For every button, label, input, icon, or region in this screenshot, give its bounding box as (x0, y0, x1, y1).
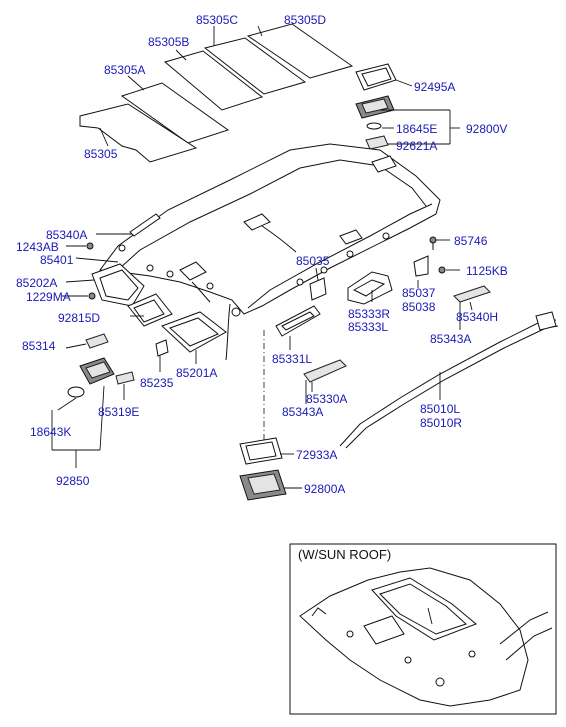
screw-1243AB (86, 242, 94, 250)
grab-handle-85330A (303, 359, 347, 383)
label-92800V[interactable]: 92800V (466, 122, 507, 136)
label-85314[interactable]: 85314 (22, 339, 56, 353)
label-85305[interactable]: 85305 (84, 147, 118, 161)
lamp-frame-72933A (239, 437, 283, 465)
screw-1125KB (438, 266, 446, 274)
bulb-18643K (67, 386, 85, 398)
roof-panel-85305C (203, 37, 307, 95)
sunvisor-85202A (91, 263, 145, 307)
label-18645E[interactable]: 18645E (396, 122, 437, 136)
label-85330A[interactable]: 85330A (306, 392, 347, 406)
label-92815D[interactable]: 92815D (58, 311, 100, 325)
pillar-trim-85331L (275, 305, 321, 337)
label-92495A[interactable]: 92495A (414, 80, 455, 94)
screw-85746 (429, 236, 437, 250)
label-92850[interactable]: 92850 (56, 474, 90, 488)
label-85305C[interactable]: 85305C (196, 13, 238, 27)
label-85333R[interactable]: 85333R (348, 307, 390, 321)
label-1229MA[interactable]: 1229MA (26, 290, 71, 304)
sunroof-inset-title: (W/SUN ROOF) (298, 547, 391, 562)
label-85746[interactable]: 85746 (454, 234, 488, 248)
strip-85340A (129, 213, 161, 237)
label-85305D[interactable]: 85305D (284, 13, 326, 27)
bracket-85035 (309, 277, 327, 301)
roof-panel-85305A (120, 82, 230, 144)
lens-92621A (365, 135, 389, 150)
label-72933A[interactable]: 72933A (296, 448, 337, 462)
label-92621A[interactable]: 92621A (396, 139, 437, 153)
label-85235[interactable]: 85235 (140, 376, 174, 390)
label-85202A[interactable]: 85202A (16, 276, 57, 290)
trim-frame-92495A (355, 63, 397, 91)
bulb-18645E (366, 122, 382, 130)
lamp-92815D (127, 293, 173, 327)
label-85035[interactable]: 85035 (296, 254, 330, 268)
label-85331L[interactable]: 85331L (272, 352, 312, 366)
label-85010L[interactable]: 85010L (420, 402, 460, 416)
label-85343A-right[interactable]: 85343A (430, 332, 471, 346)
label-85319E[interactable]: 85319E (98, 405, 139, 419)
screw-1229MA (88, 292, 96, 300)
label-85201A[interactable]: 85201A (176, 366, 217, 380)
lens-85319E (115, 371, 135, 385)
label-92800A[interactable]: 92800A (304, 482, 345, 496)
holder-85235 (155, 339, 169, 357)
label-85305A[interactable]: 85305A (104, 63, 145, 77)
sunroof-headliner (299, 567, 553, 707)
roof-panel-85305 (79, 103, 198, 163)
room-lamp-92800V (355, 95, 395, 119)
leader-lines (51, 25, 473, 489)
cover-85314 (85, 333, 109, 349)
label-18643K[interactable]: 18643K (30, 425, 71, 439)
label-85401[interactable]: 85401 (40, 253, 74, 267)
label-85305B[interactable]: 85305B (148, 35, 189, 49)
label-85333L[interactable]: 85333L (348, 320, 388, 334)
headliner-85401 (99, 143, 441, 361)
sunvisor-85201A (161, 311, 227, 353)
label-85038[interactable]: 85038 (402, 300, 436, 314)
label-85010R[interactable]: 85010R (420, 416, 462, 430)
bracket-85037 (413, 255, 429, 277)
label-1125KB[interactable]: 1125KB (466, 264, 508, 278)
label-1243AB[interactable]: 1243AB (16, 240, 59, 254)
part-labels: 85305C 85305D 85305B 85305A 85305 92495A… (16, 13, 508, 496)
pillar-trim-85333 (347, 271, 393, 305)
label-85340A[interactable]: 85340A (46, 228, 87, 242)
roof-panel-85305D (246, 23, 354, 79)
roof-panel-85305B (163, 50, 264, 111)
sunroof-inset: (W/SUN ROOF) 85401 (289, 543, 557, 715)
room-lamp-92800A (239, 469, 287, 501)
label-85340H[interactable]: 85340H (456, 310, 498, 324)
console-lamp-92850 (79, 357, 115, 385)
label-85343A-center[interactable]: 85343A (282, 405, 323, 419)
label-85037[interactable]: 85037 (402, 286, 436, 300)
grab-handle-85340H (453, 285, 491, 303)
